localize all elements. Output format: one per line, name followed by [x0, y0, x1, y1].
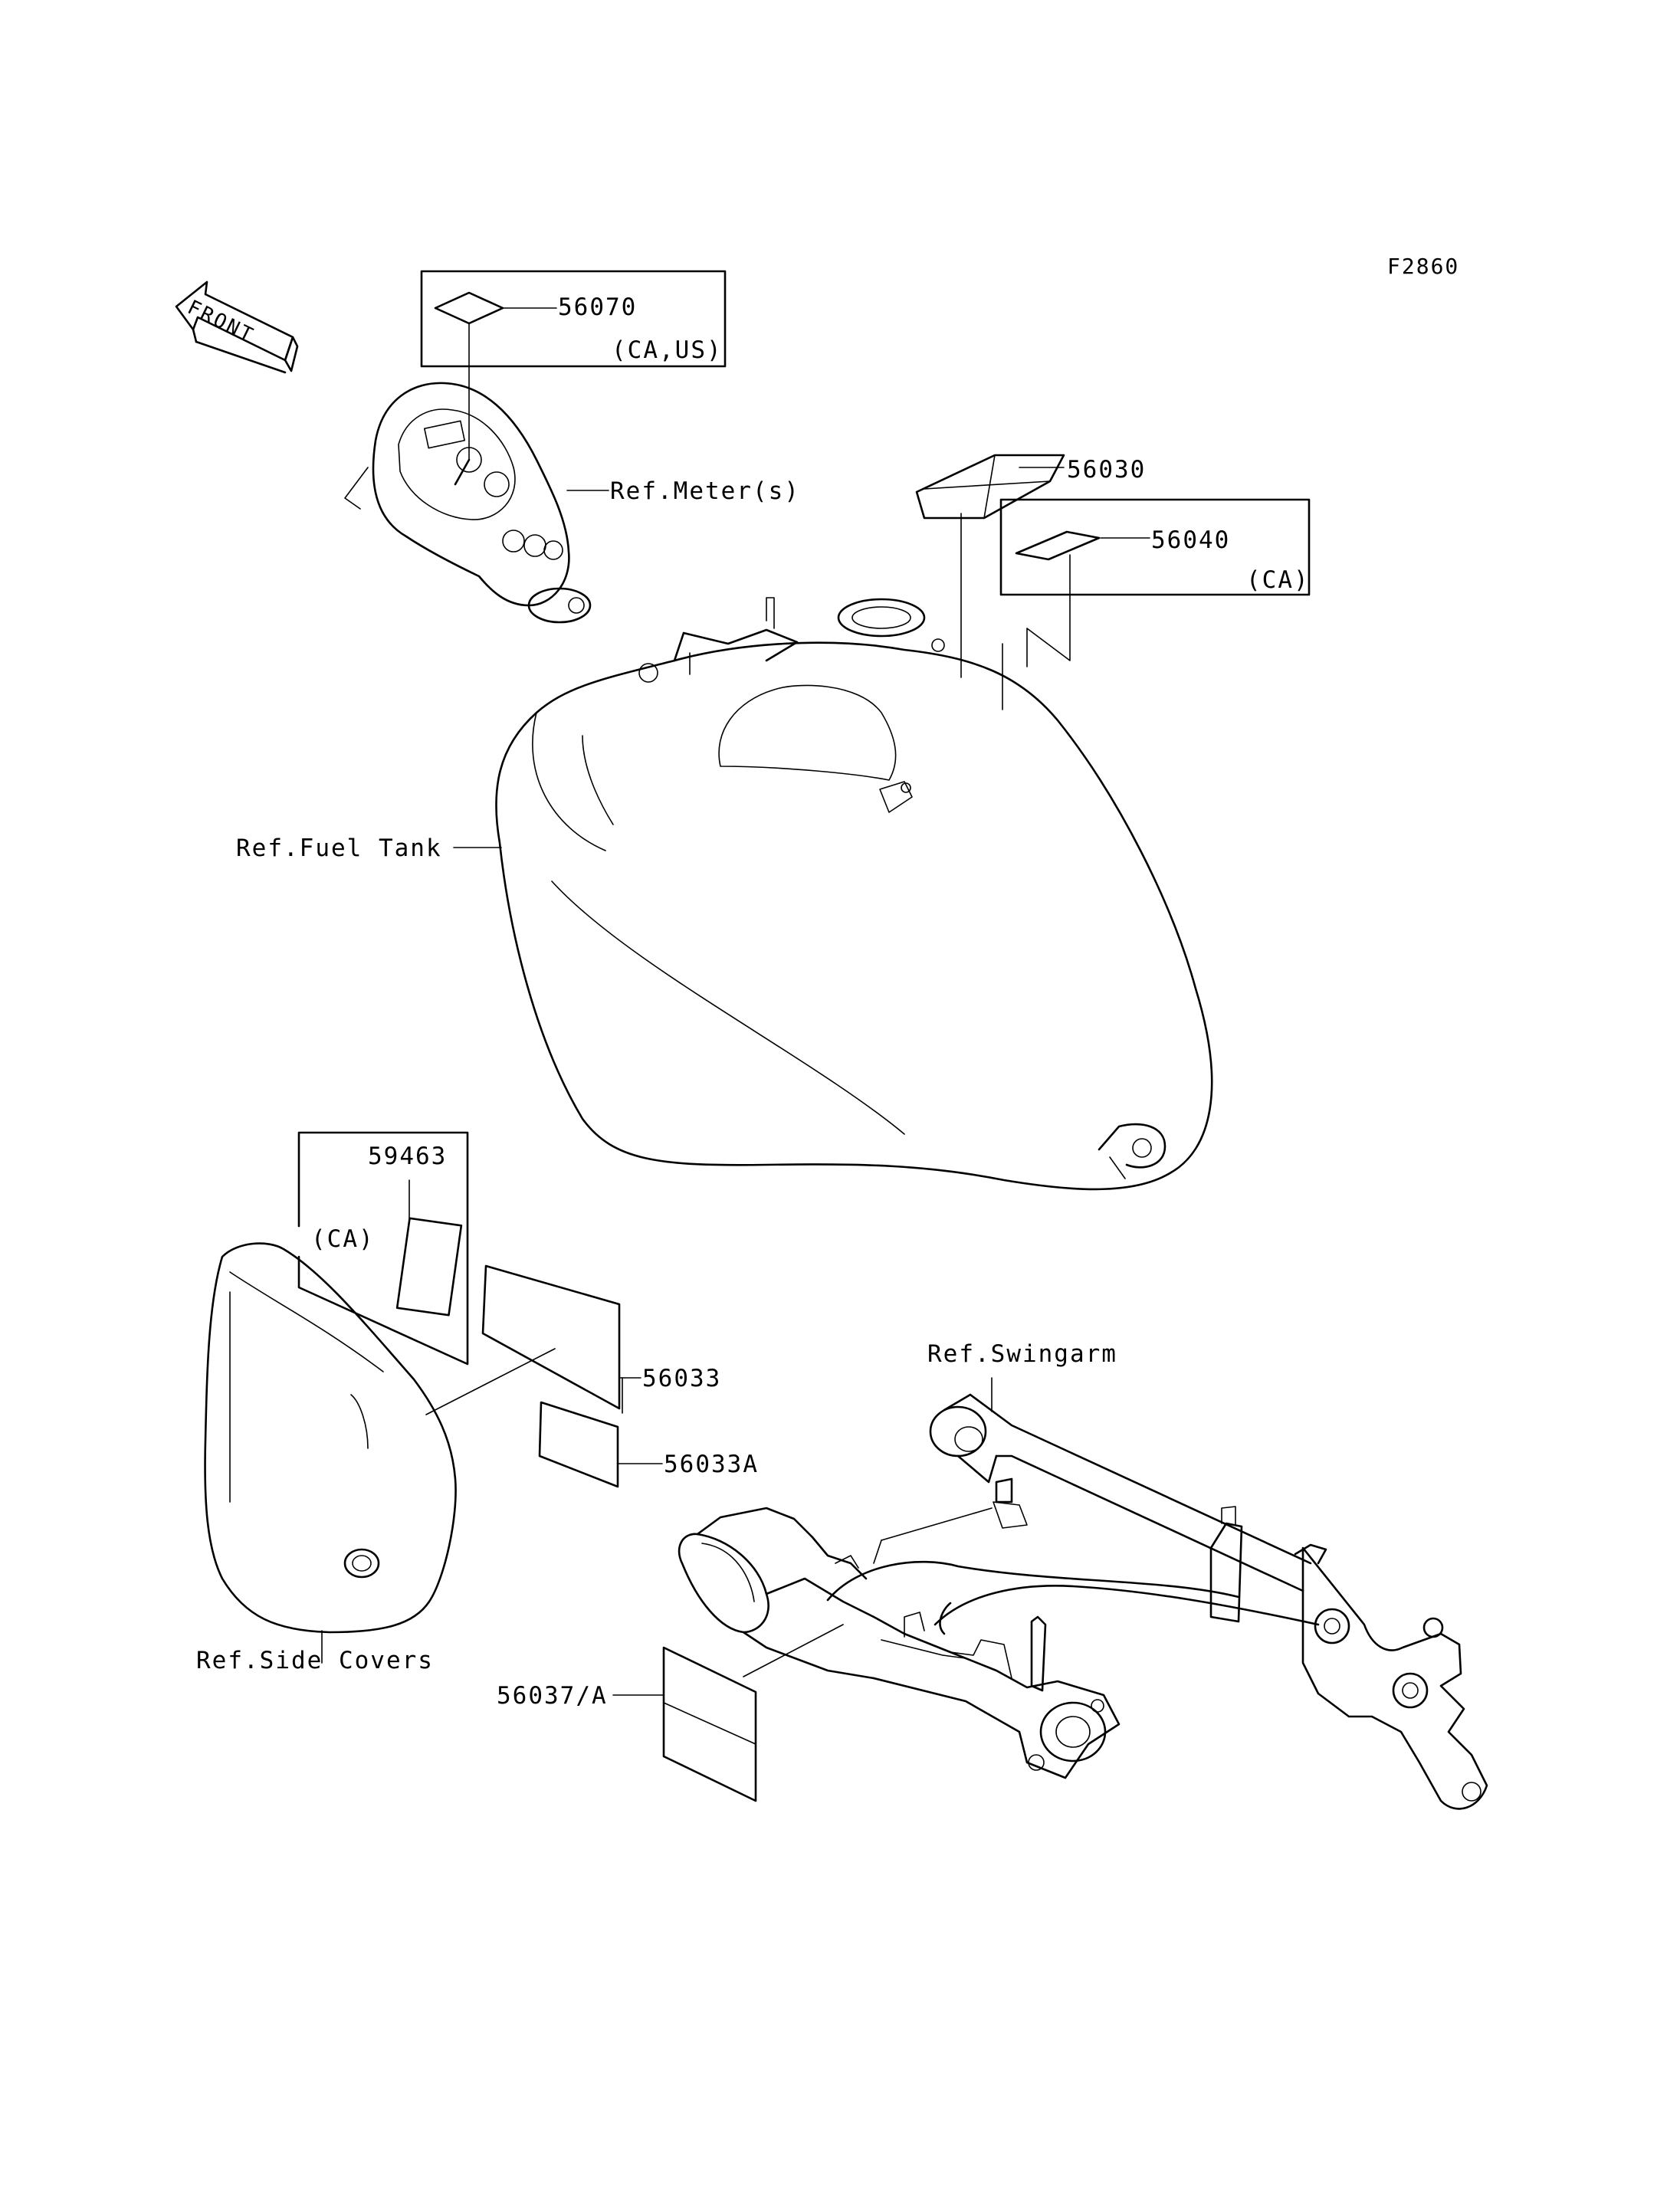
region-note-56070: (CA,US)	[612, 336, 723, 364]
part-number-56033: 56033	[642, 1365, 722, 1392]
part-number-56030: 56030	[1067, 456, 1147, 484]
fuel-tank	[495, 597, 1213, 1191]
label-sticker-56040	[1015, 530, 1101, 561]
front-arrow-icon	[175, 280, 299, 374]
meter-assembly	[344, 382, 592, 624]
ref-side-covers-label: Ref.Side Covers	[196, 1647, 434, 1674]
ref-swingarm-label: Ref.Swingarm	[927, 1340, 1117, 1368]
side-cover	[204, 1242, 457, 1634]
figure-code: F2860	[1387, 254, 1460, 279]
ref-meter-label: Ref.Meter(s)	[610, 477, 800, 505]
label-sticker-56070	[434, 291, 504, 325]
part-number-56037: 56037/A	[497, 1682, 608, 1710]
callout-box-56040	[999, 498, 1311, 596]
region-note-59463: (CA)	[311, 1225, 375, 1253]
part-number-56040: 56040	[1151, 526, 1231, 554]
region-note-56040: (CA)	[1246, 566, 1310, 594]
part-number-56033A: 56033A	[664, 1451, 759, 1478]
label-sticker-56033	[481, 1264, 621, 1410]
label-sticker-56033A	[538, 1401, 619, 1488]
part-number-59463: 59463	[368, 1143, 448, 1170]
callout-box-56070	[420, 270, 727, 368]
swingarm	[678, 1393, 1488, 1810]
ref-fuel-tank-label: Ref.Fuel Tank	[236, 835, 442, 862]
label-sticker-59463	[395, 1217, 463, 1317]
label-sticker-56030	[915, 454, 1065, 520]
label-sticker-56037	[662, 1646, 757, 1802]
part-number-56070: 56070	[558, 293, 638, 321]
callout-box-59463	[297, 1131, 469, 1366]
